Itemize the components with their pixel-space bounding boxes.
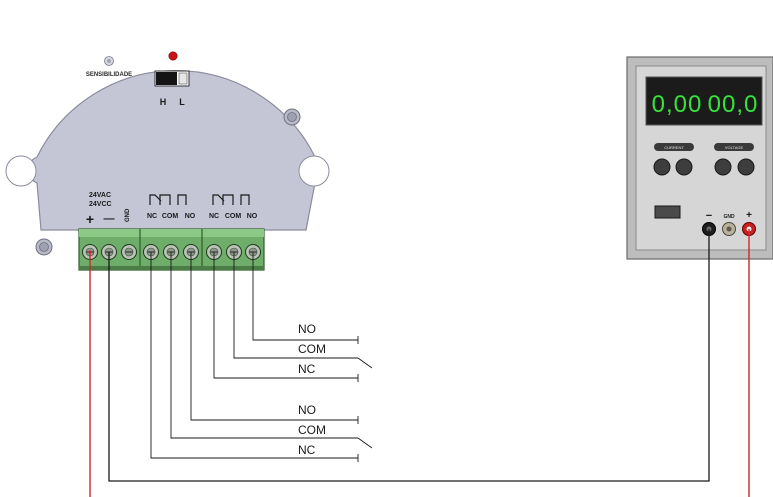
output-label: NC xyxy=(298,362,316,376)
switch-l-label: L xyxy=(179,97,185,107)
wire-black-negative xyxy=(108,229,710,482)
current-label: CURRENT xyxy=(664,145,684,150)
terminal-gnd-jack[interactable] xyxy=(722,222,736,236)
wires xyxy=(89,229,750,497)
relay1-com-label: COM xyxy=(162,213,179,220)
minus-sign: — xyxy=(104,213,115,225)
relay2-no-label: NO xyxy=(247,213,258,220)
wire-relay2-nc xyxy=(213,252,358,379)
output-label: NO xyxy=(298,322,316,336)
wire-relay1-nc xyxy=(150,252,358,459)
wire-relay2-com xyxy=(233,252,358,359)
voltage-coarse-knob[interactable] xyxy=(714,158,732,176)
switch-h-label: H xyxy=(160,97,167,107)
relay2-com-label: COM xyxy=(225,213,242,220)
sensor-board: SENSIBILIDADE H L 24VAC 24VCC + — GND NC… xyxy=(5,51,330,271)
relay1-contact-icon xyxy=(149,194,187,205)
power-ac-label: 24VAC xyxy=(89,192,111,199)
relay2-contact-stub xyxy=(357,357,373,369)
gnd-label: GND xyxy=(125,208,131,222)
terminal-gnd-label: GND xyxy=(723,214,735,220)
current-fine-knob[interactable] xyxy=(675,158,693,176)
hl-switch[interactable] xyxy=(154,70,190,87)
power-switch[interactable] xyxy=(654,205,681,219)
relay2-nc-label: NC xyxy=(209,213,219,220)
output-label: COM xyxy=(298,342,326,356)
board-body xyxy=(27,69,325,231)
terminal-screw-icon[interactable] xyxy=(121,244,137,260)
relay2-contact-icon xyxy=(212,194,250,205)
relay1-no-label: NO xyxy=(185,213,196,220)
mount-notch-right xyxy=(298,155,330,187)
sensitivity-knob-icon[interactable] xyxy=(104,56,114,66)
relay1-contact-stub xyxy=(357,437,373,449)
display-current-readout: 0,00 xyxy=(652,91,703,118)
wire-relay1-no xyxy=(190,252,358,421)
output-label: NO xyxy=(298,403,316,417)
mount-notch-left xyxy=(5,155,37,187)
plus-sign: + xyxy=(86,211,94,227)
supply-display xyxy=(645,76,763,126)
voltage-fine-knob[interactable] xyxy=(737,158,755,176)
screw-icon xyxy=(35,238,53,256)
terminal-minus-label: − xyxy=(706,210,712,222)
terminal-screws xyxy=(82,244,261,260)
status-led-icon xyxy=(168,51,178,61)
sensitivity-label: SENSIBILIDADE xyxy=(86,72,132,78)
power-dc-label: 24VCC xyxy=(89,201,112,208)
relay1-nc-label: NC xyxy=(147,213,157,220)
wire-relay1-com xyxy=(170,252,358,439)
output-labels: NO COM NC NO COM NC xyxy=(298,322,326,457)
display-voltage-readout: 00,0 xyxy=(708,91,759,118)
current-coarse-knob[interactable] xyxy=(653,158,671,176)
wire-relay2-no xyxy=(252,252,358,341)
voltage-label: VOLTAGE xyxy=(725,145,744,150)
output-label: COM xyxy=(298,423,326,437)
screw-icon xyxy=(283,108,301,126)
power-supply: 0,00 00,0 CURRENT VOLTAGE − GND + xyxy=(626,56,773,260)
terminal-plus-label: + xyxy=(746,210,752,221)
output-label: NC xyxy=(298,443,316,457)
